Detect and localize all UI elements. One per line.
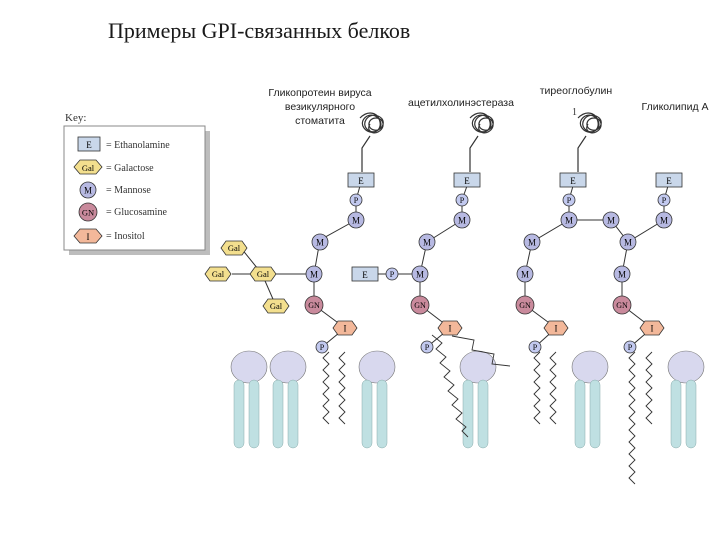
- label-vsv-glycoprotein: Гликопротеин вируса везикулярного стомат…: [255, 86, 385, 128]
- key-inositol: I = Inositol: [73, 228, 145, 244]
- label-acetylcholinesterase: ацетилхолинэстераза: [408, 97, 514, 109]
- node-gn-4: GN: [616, 301, 628, 310]
- label-vsv-line2: везикулярного: [284, 101, 356, 113]
- key-text-galactose: = Galactose: [106, 163, 154, 174]
- node-m-13: M: [660, 216, 668, 226]
- node-p-8: P: [533, 343, 538, 352]
- node-m-11: M: [624, 238, 632, 248]
- key-symbol-m: M: [84, 186, 92, 196]
- key-text-mannose: = Mannose: [106, 185, 151, 196]
- node-gn-1: GN: [308, 301, 320, 310]
- node-m-2: M: [316, 238, 324, 248]
- node-m-12: M: [618, 270, 626, 280]
- thyroglobulin-number: 1: [572, 107, 577, 118]
- node-m-3: M: [310, 270, 318, 280]
- protein-coil-thyroglobulin: [577, 112, 602, 172]
- key-symbol-gal: Gal: [82, 163, 95, 173]
- node-m-8: M: [607, 216, 615, 226]
- node-i-2: I: [449, 324, 452, 334]
- lipid-molecule: [459, 350, 497, 449]
- node-p-5: P: [390, 270, 395, 279]
- key-symbol-i: I: [87, 232, 90, 242]
- lipid-molecule: [571, 350, 609, 449]
- protein-coil-vsv: [359, 112, 384, 172]
- ethanolamine-nodes: E E E E E: [347, 172, 683, 282]
- lipid-molecule: [358, 350, 396, 449]
- label-thyroglobulin: тиреоглобулин: [539, 85, 613, 97]
- node-p-9: P: [628, 343, 633, 352]
- node-i-1: I: [344, 324, 347, 334]
- mannose-nodes: M M M M M M M M M M M M M: [305, 211, 673, 283]
- lipid-molecule: [230, 350, 268, 449]
- node-gal-4: Gal: [270, 301, 283, 311]
- node-p-4: P: [662, 196, 667, 205]
- key-text-glucosamine: = Glucosamine: [106, 207, 167, 218]
- galactose-nodes: Gal Gal Gal Gal: [204, 240, 290, 314]
- key-symbol-gn: GN: [82, 208, 94, 218]
- node-m-6: M: [416, 270, 424, 280]
- node-gal-2: Gal: [212, 269, 225, 279]
- fatty-acid-tails: [322, 334, 653, 485]
- node-e-3: E: [570, 176, 576, 186]
- node-m-4: M: [458, 216, 466, 226]
- node-m-9: M: [528, 238, 536, 248]
- node-p-3: P: [567, 196, 572, 205]
- key-glucosamine: GN = Glucosamine: [78, 202, 167, 222]
- protein-coil-ache: [469, 112, 494, 172]
- node-e-1: E: [358, 176, 364, 186]
- node-e-5: E: [362, 270, 368, 280]
- key-text-inositol: = Inositol: [106, 231, 145, 242]
- key-galactose: Gal = Galactose: [73, 159, 154, 175]
- page-title: Примеры GPI-связанных белков: [108, 18, 411, 43]
- phosphate-nodes: P P P P P P P P P: [315, 193, 671, 354]
- node-m-7: M: [565, 216, 573, 226]
- inositol-nodes: I I I I: [332, 320, 665, 336]
- key-ethanolamine: E = Ethanolamine: [77, 136, 170, 152]
- node-p-1: P: [354, 196, 359, 205]
- label-glycolipid-a: Гликолипид А: [641, 101, 709, 113]
- key-symbol-e: E: [86, 140, 92, 150]
- node-p-7: P: [425, 343, 430, 352]
- node-m-10: M: [521, 270, 529, 280]
- label-vsv-line1: Гликопротеин вируса: [268, 87, 372, 99]
- key-title: Key:: [65, 112, 86, 124]
- node-p-2: P: [460, 196, 465, 205]
- node-m-1: M: [352, 216, 360, 226]
- key-mannose: M = Mannose: [79, 181, 151, 199]
- key-text-ethanolamine: = Ethanolamine: [106, 140, 170, 151]
- node-i-3: I: [555, 324, 558, 334]
- lipid-layer: [230, 350, 705, 449]
- label-vsv-line3: стоматита: [295, 115, 345, 127]
- lipid-molecule: [667, 350, 705, 449]
- node-i-4: I: [651, 324, 654, 334]
- glucosamine-nodes: GN GN GN GN: [304, 295, 632, 315]
- node-e-4: E: [666, 176, 672, 186]
- node-gal-3: Gal: [257, 269, 270, 279]
- node-e-2: E: [464, 176, 470, 186]
- node-gn-2: GN: [414, 301, 426, 310]
- lipid-molecule: [269, 350, 307, 449]
- key-legend: Key: E = Ethanolamine Gal = Galactose M …: [63, 112, 210, 255]
- node-p-6: P: [320, 343, 325, 352]
- node-gn-3: GN: [519, 301, 531, 310]
- node-gal-1: Gal: [228, 243, 241, 253]
- node-m-5: M: [423, 238, 431, 248]
- protein-coils: [359, 112, 602, 172]
